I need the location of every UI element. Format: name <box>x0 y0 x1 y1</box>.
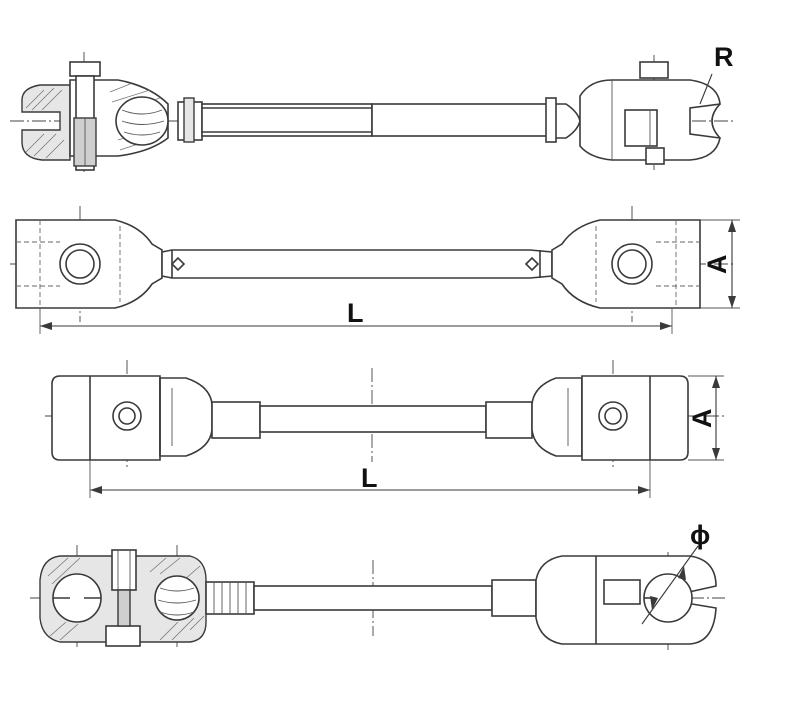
view-top-variant: A L <box>45 360 725 498</box>
length-label-variant-view: L <box>361 463 378 493</box>
width-label-variant-view: A <box>687 409 717 429</box>
width-label-top-view: A <box>702 255 732 275</box>
diameter-label: ϕ <box>690 520 710 550</box>
radius-label: R <box>714 42 734 72</box>
view-top: A L <box>10 206 740 334</box>
length-label-top-view: L <box>347 298 364 328</box>
view-side-sectioned: R <box>10 42 735 172</box>
view-side-diameter: ϕ <box>30 520 725 650</box>
